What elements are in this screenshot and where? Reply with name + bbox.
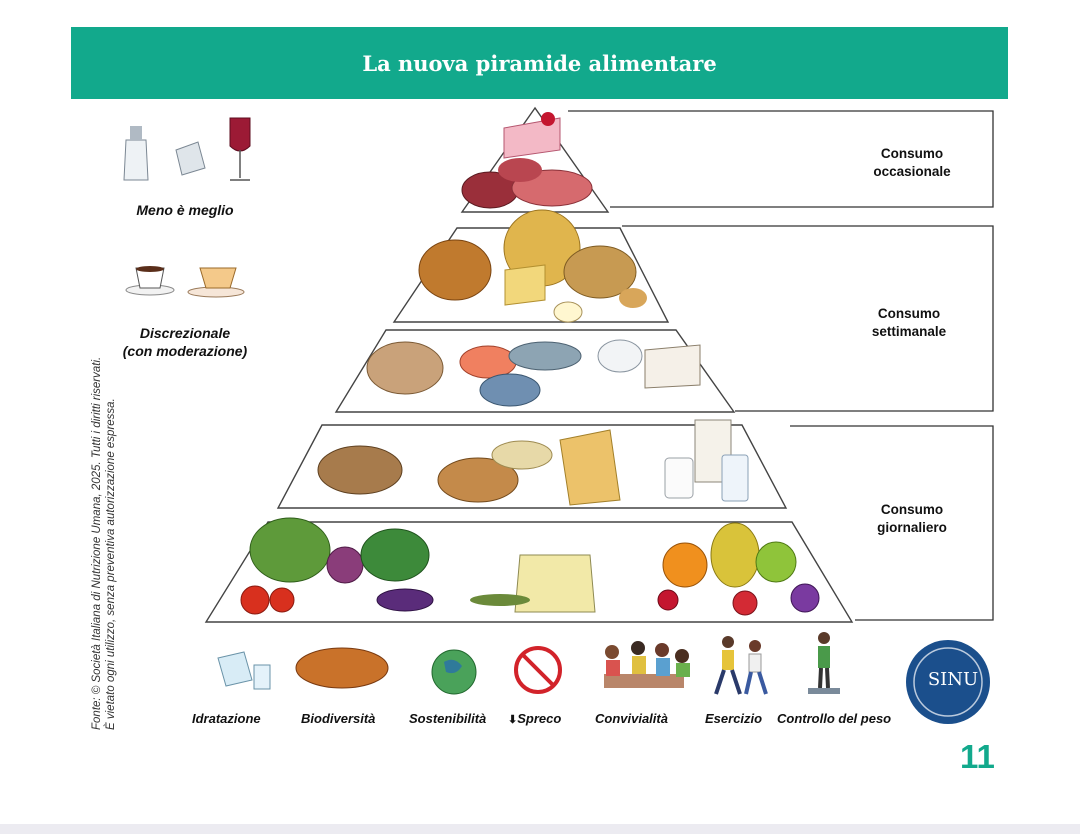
label-less-is-better: Meno è meglio [136,202,234,218]
strawberry-icon [732,590,758,616]
page-title: La nuova piramide alimentare [362,50,717,76]
bread-icon [437,457,519,503]
bottom-strip [0,824,1080,834]
label-discretionary-line1: Discrezionale [139,325,231,341]
walking-people-icon [714,636,768,695]
weekly-foods-lower [366,339,701,407]
band-brackets [568,110,994,621]
broccoli-icon [360,528,430,582]
grains-icon [491,440,553,470]
scale-person-icon [808,632,840,694]
footer-label-sustainability: Sostenibilità [409,711,487,726]
soft-cheese-icon [644,344,701,389]
tea-cup-icon [199,267,237,289]
roast-chicken-icon [418,239,492,301]
spices-icon [295,647,389,689]
footer-label-waste: ⬇Spreco [508,711,562,726]
sugar-dispenser-icon [123,139,149,181]
footer-icons [217,632,840,695]
down-arrow-icon: ⬇ [508,714,518,726]
olives-branch-icon [470,594,530,606]
footer-label-biodiversity: Biodiversità [301,711,376,726]
page-number: 11 [960,738,995,775]
bracket-weekly [622,225,994,412]
yogurt-icon [664,457,694,499]
milk-glass-icon [721,454,749,502]
footer-label-conviviality: Convivialità [595,711,668,726]
footer-label-weight-control: Controllo del peso [777,711,892,726]
pear-icon [710,522,760,588]
lettuce-icon [249,517,331,583]
egg-icon [553,301,583,323]
bracket-occasional [568,110,994,208]
logo-text: SINU [928,669,978,690]
eggplant-icon [376,588,434,612]
tomato-icon [240,585,270,615]
footer-label-exercise: Esercizio [705,711,763,726]
nuts-icon [317,445,403,495]
milk-carton-icon [694,419,732,483]
grapes-icon [790,583,820,613]
label-discretionary: Discrezionale (con moderazione) [100,324,270,360]
tier-3 [334,329,736,413]
daily-foods-upper [317,419,749,506]
less-is-better-icons [123,117,251,181]
orange-icon [662,542,708,588]
legumes-icon [366,341,444,395]
olive-oil-icon [514,554,596,613]
potatoes-icon [563,245,637,299]
people-table-icon [604,641,690,688]
apple-icon [755,541,797,583]
mozzarella-icon [597,339,643,373]
bracket-daily [790,425,994,621]
header-bar: La nuova piramide alimentare [71,27,1008,99]
salmon-icon [459,345,517,379]
sardines-icon [479,373,541,407]
water-glass-icon [217,651,253,687]
sinu-logo: SINU [906,640,990,724]
fish-icon [508,341,582,371]
footer-label-hydration: Idratazione [192,711,261,726]
wine-glass-icon [229,117,251,152]
discretionary-icons [125,266,245,298]
tier-4 [276,424,788,509]
weekly-foods-upper [418,209,647,323]
tier-5 [204,521,854,623]
onion-icon [326,546,364,584]
label-discretionary-line2: (con moderazione) [122,343,248,359]
salt-shaker-icon [175,141,206,176]
pasta-icon [559,429,621,506]
daily-foods-lower [240,517,820,616]
occasional-foods [461,112,593,209]
cherry-icon [541,112,555,126]
